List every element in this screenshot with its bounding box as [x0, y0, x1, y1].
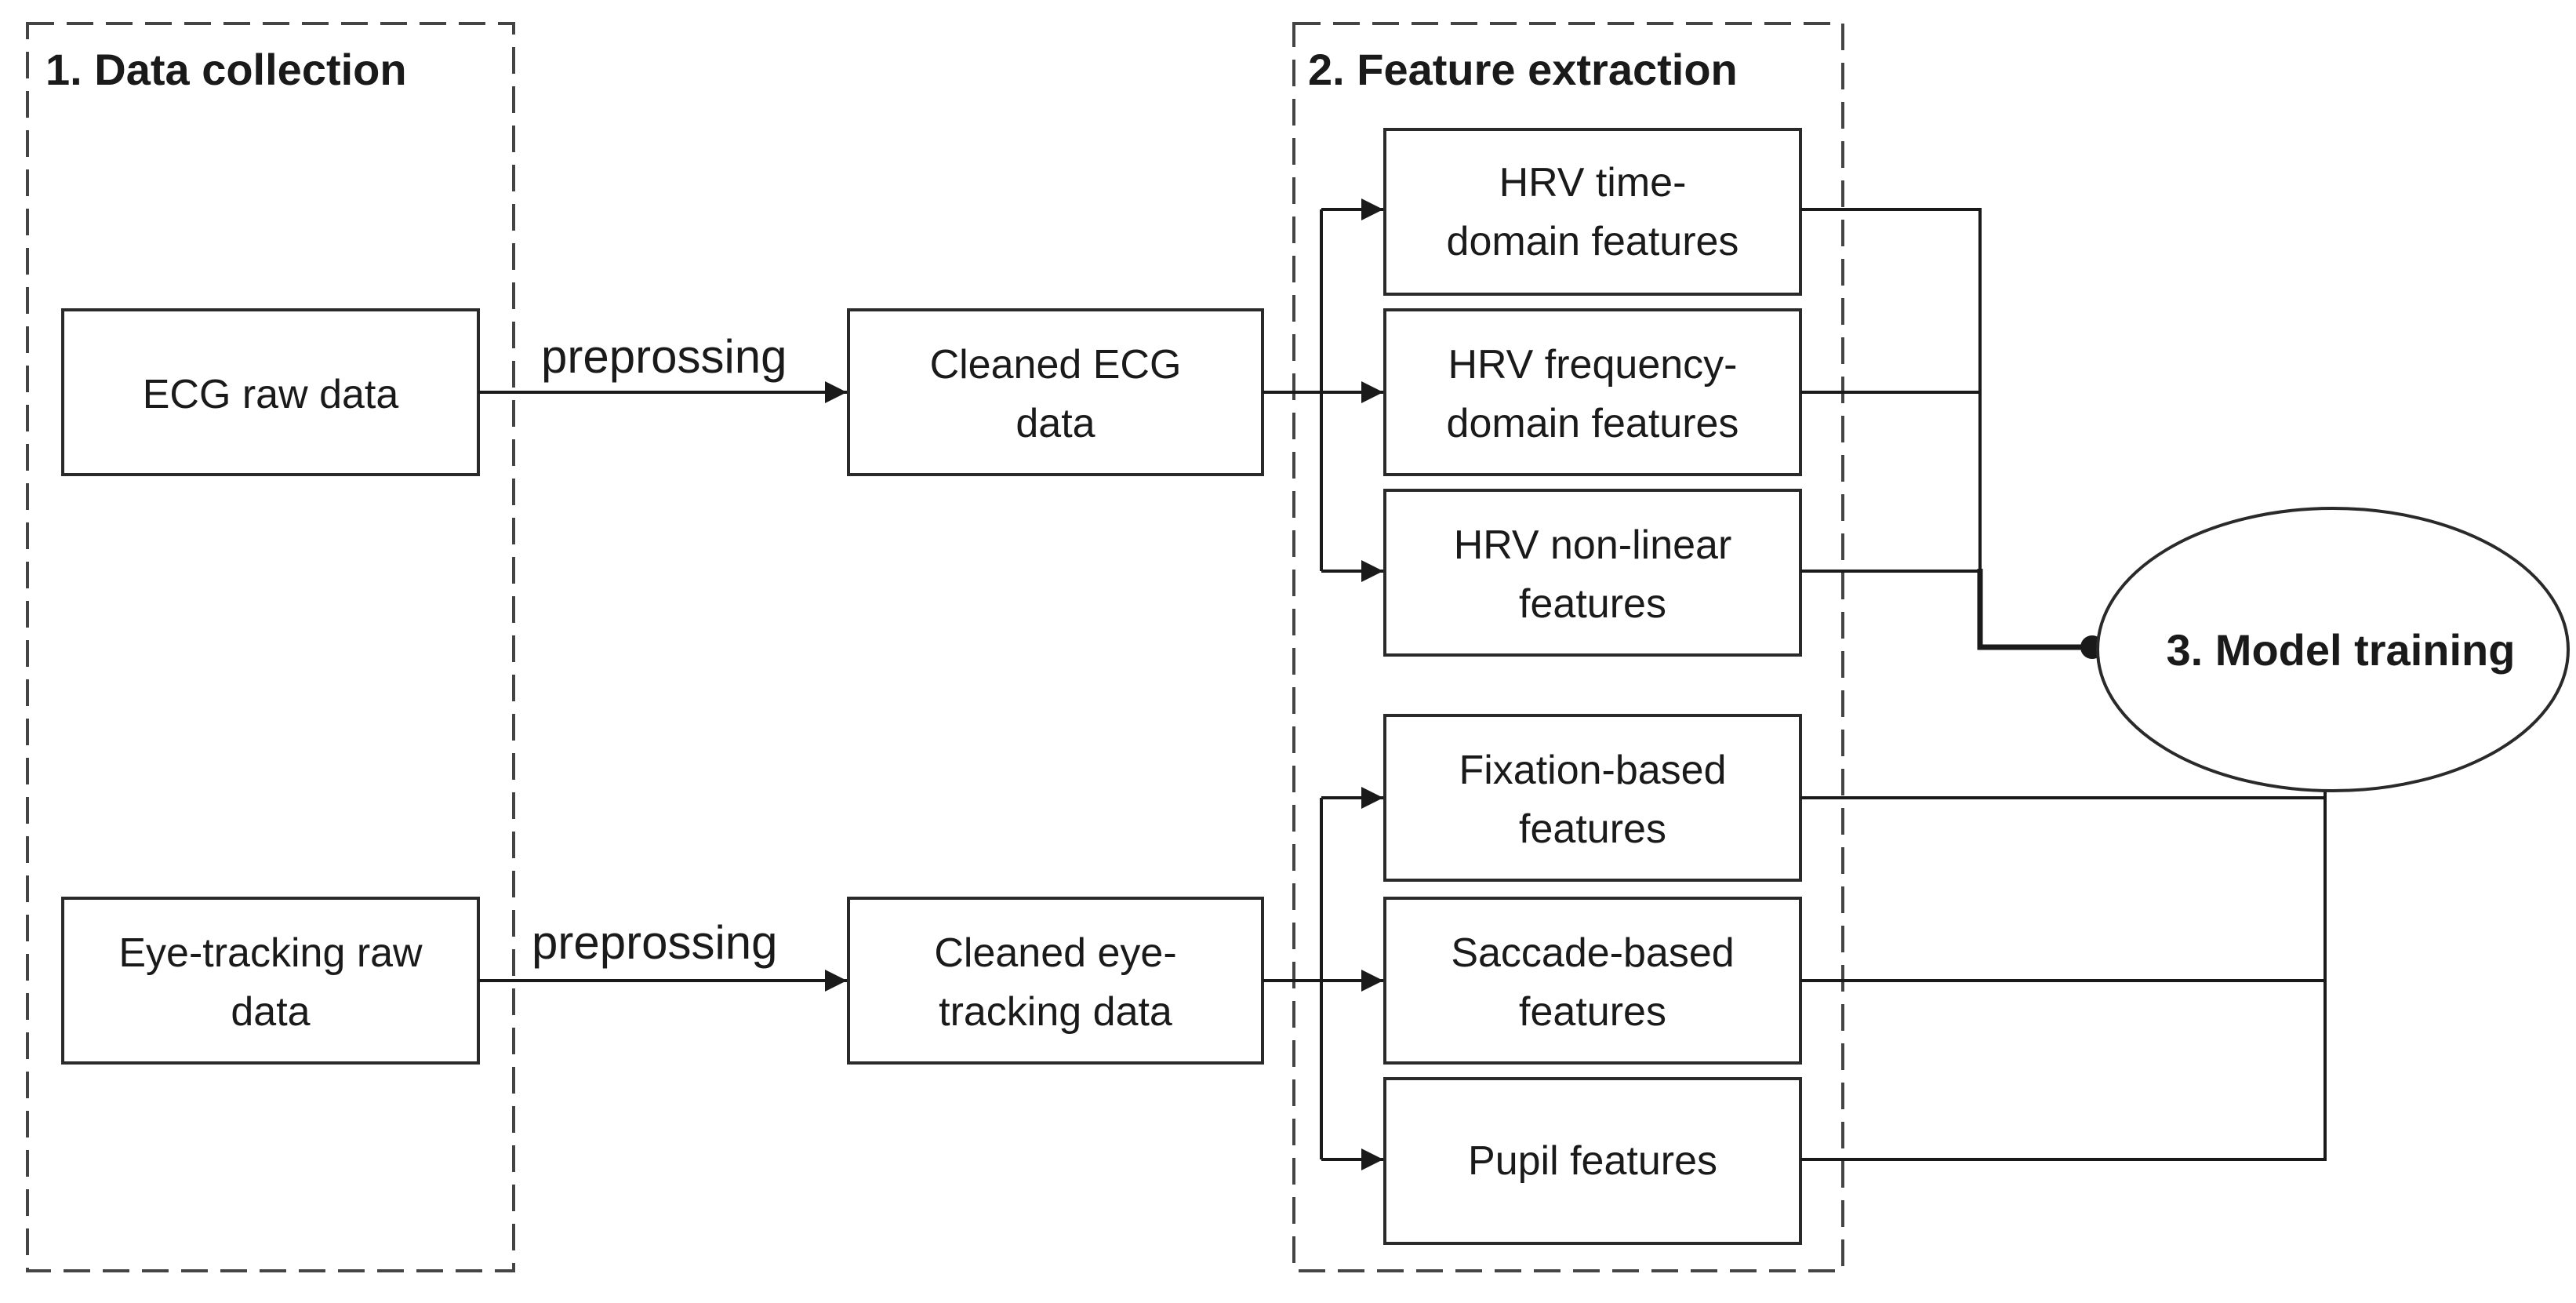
model-training-node: 3. Model training — [2096, 507, 2570, 792]
saccade-features-box: Saccade-based features — [1383, 897, 1802, 1065]
fixation-features-box: Fixation-based features — [1383, 714, 1802, 882]
hrv-nonlinear-label-line2: features — [1519, 581, 1666, 627]
cleaned-eye-label-line1: Cleaned eye- — [934, 930, 1176, 976]
saccade-label-line1: Saccade-based — [1451, 930, 1734, 976]
ecg-branch-connector — [1263, 209, 1323, 571]
fixation-label-line2: features — [1519, 806, 1666, 852]
hrv-time-domain-box: HRV time- domain features — [1383, 128, 1802, 296]
hrv-time-label-line1: HRV time- — [1499, 160, 1687, 206]
cleaned-ecg-label-line1: Cleaned ECG — [930, 342, 1182, 388]
hrv-time-label-line2: domain features — [1447, 219, 1739, 264]
eye-tracking-raw-data-label-line2: data — [231, 989, 310, 1035]
hrv-frequency-label-line2: domain features — [1447, 401, 1739, 446]
model-training-label: 3. Model training — [2167, 625, 2516, 675]
feature-extraction-panel — [1292, 22, 1844, 1272]
fixation-label-line1: Fixation-based — [1459, 748, 1726, 793]
hrv-to-model-connector — [1977, 569, 2092, 650]
ecg-preprocess-label: preprossing — [541, 330, 787, 383]
hrv-frequency-domain-box: HRV frequency- domain features — [1383, 308, 1802, 476]
pupil-features-box: Pupil features — [1383, 1077, 1802, 1245]
cleaned-eye-label-line2: tracking data — [939, 989, 1172, 1035]
ecg-raw-data-label: ECG raw data — [143, 372, 399, 417]
data-collection-panel — [26, 22, 515, 1272]
eye-merge-lines — [1800, 769, 2327, 1161]
hrv-nonlinear-label-line1: HRV non-linear — [1454, 522, 1732, 568]
hrv-merge-lines — [1800, 208, 1982, 647]
pupil-label: Pupil features — [1468, 1138, 1717, 1184]
cleaned-eye-tracking-data-box: Cleaned eye- tracking data — [847, 897, 1264, 1065]
eye-tracking-raw-data-box: Eye-tracking raw data — [61, 897, 480, 1065]
eye-tracking-raw-data-label-line1: Eye-tracking raw — [118, 930, 423, 976]
saccade-label-line2: features — [1519, 989, 1666, 1035]
hrv-frequency-label-line1: HRV frequency- — [1448, 342, 1738, 388]
hrv-nonlinear-box: HRV non-linear features — [1383, 489, 1802, 657]
eye-preprocess-label: preprossing — [532, 916, 778, 969]
feature-extraction-title: 2. Feature extraction — [1308, 45, 1738, 94]
cleaned-ecg-data-box: Cleaned ECG data — [847, 308, 1264, 476]
ecg-raw-data-box: ECG raw data — [61, 308, 480, 476]
eye-branch-connector — [1263, 798, 1323, 1159]
cleaned-ecg-label-line2: data — [1016, 401, 1095, 446]
data-collection-title: 1. Data collection — [45, 45, 407, 94]
